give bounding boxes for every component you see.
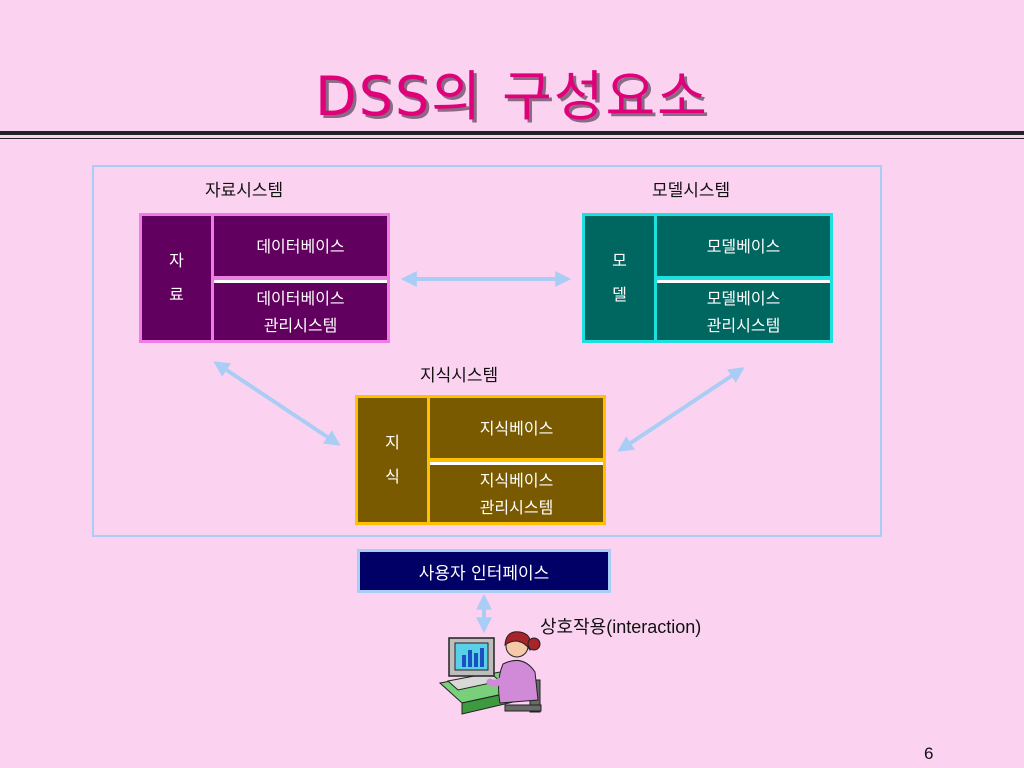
knowledgebase-label: 지식베이스 [479,418,554,438]
user-interface-label: 사용자 인터페이스 [418,563,550,584]
knowledge-side-char-1: 지 [385,433,400,452]
user-at-computer-icon [438,631,542,715]
mbms-cell: 모델베이스 관리시스템 [657,280,830,340]
slide-title: DSS의 구성요소 [315,65,709,128]
user-interface-box: 사용자 인터페이스 [357,549,611,593]
data-side-char-1: 자 [169,251,184,270]
data-system-label: 자료시스템 [205,181,284,201]
dbms-cell: 데이터베이스 관리시스템 [214,280,387,340]
knowledge-system-side: 지 식 [358,398,430,522]
data-system-side: 자 료 [142,216,214,340]
knowledge-side-char-2: 식 [385,467,400,486]
database-cell: 데이터베이스 [214,216,387,276]
database-label: 데이터베이스 [256,236,345,256]
kbms-label-line1: 지식베이스 [479,470,554,490]
kbms-label-line2: 관리시스템 [479,497,554,517]
title-divider-thin [0,138,1024,139]
dbms-label-line2: 관리시스템 [263,315,338,335]
mbms-label-line2: 관리시스템 [706,315,781,335]
title-divider-thick [0,131,1024,135]
modelbase-label: 모델베이스 [706,236,781,256]
dss-components-frame [92,165,882,537]
knowledge-system-box: 지 식 지식베이스 지식베이스 관리시스템 [355,395,606,525]
data-knowledge-arrow [213,361,341,446]
page-number: 6 [924,744,934,763]
modelbase-cell: 모델베이스 [657,216,830,276]
model-side-char-1: 모 [612,251,627,270]
model-side-char-2: 델 [612,285,627,304]
model-knowledge-arrow [617,367,745,452]
mbms-label-line1: 모델베이스 [706,288,781,308]
data-side-char-2: 료 [169,285,184,304]
knowledgebase-cell: 지식베이스 [430,398,603,458]
model-system-side: 모 델 [585,216,657,340]
model-system-label: 모델시스템 [652,181,731,201]
dbms-label-line1: 데이터베이스 [256,288,345,308]
model-system-box: 모 델 모델베이스 모델베이스 관리시스템 [582,213,833,343]
knowledge-system-label: 지식시스템 [420,366,499,386]
interaction-label: 상호작용(interaction) [540,617,702,637]
data-system-box: 자 료 데이터베이스 데이터베이스 관리시스템 [139,213,390,343]
kbms-cell: 지식베이스 관리시스템 [430,462,603,522]
